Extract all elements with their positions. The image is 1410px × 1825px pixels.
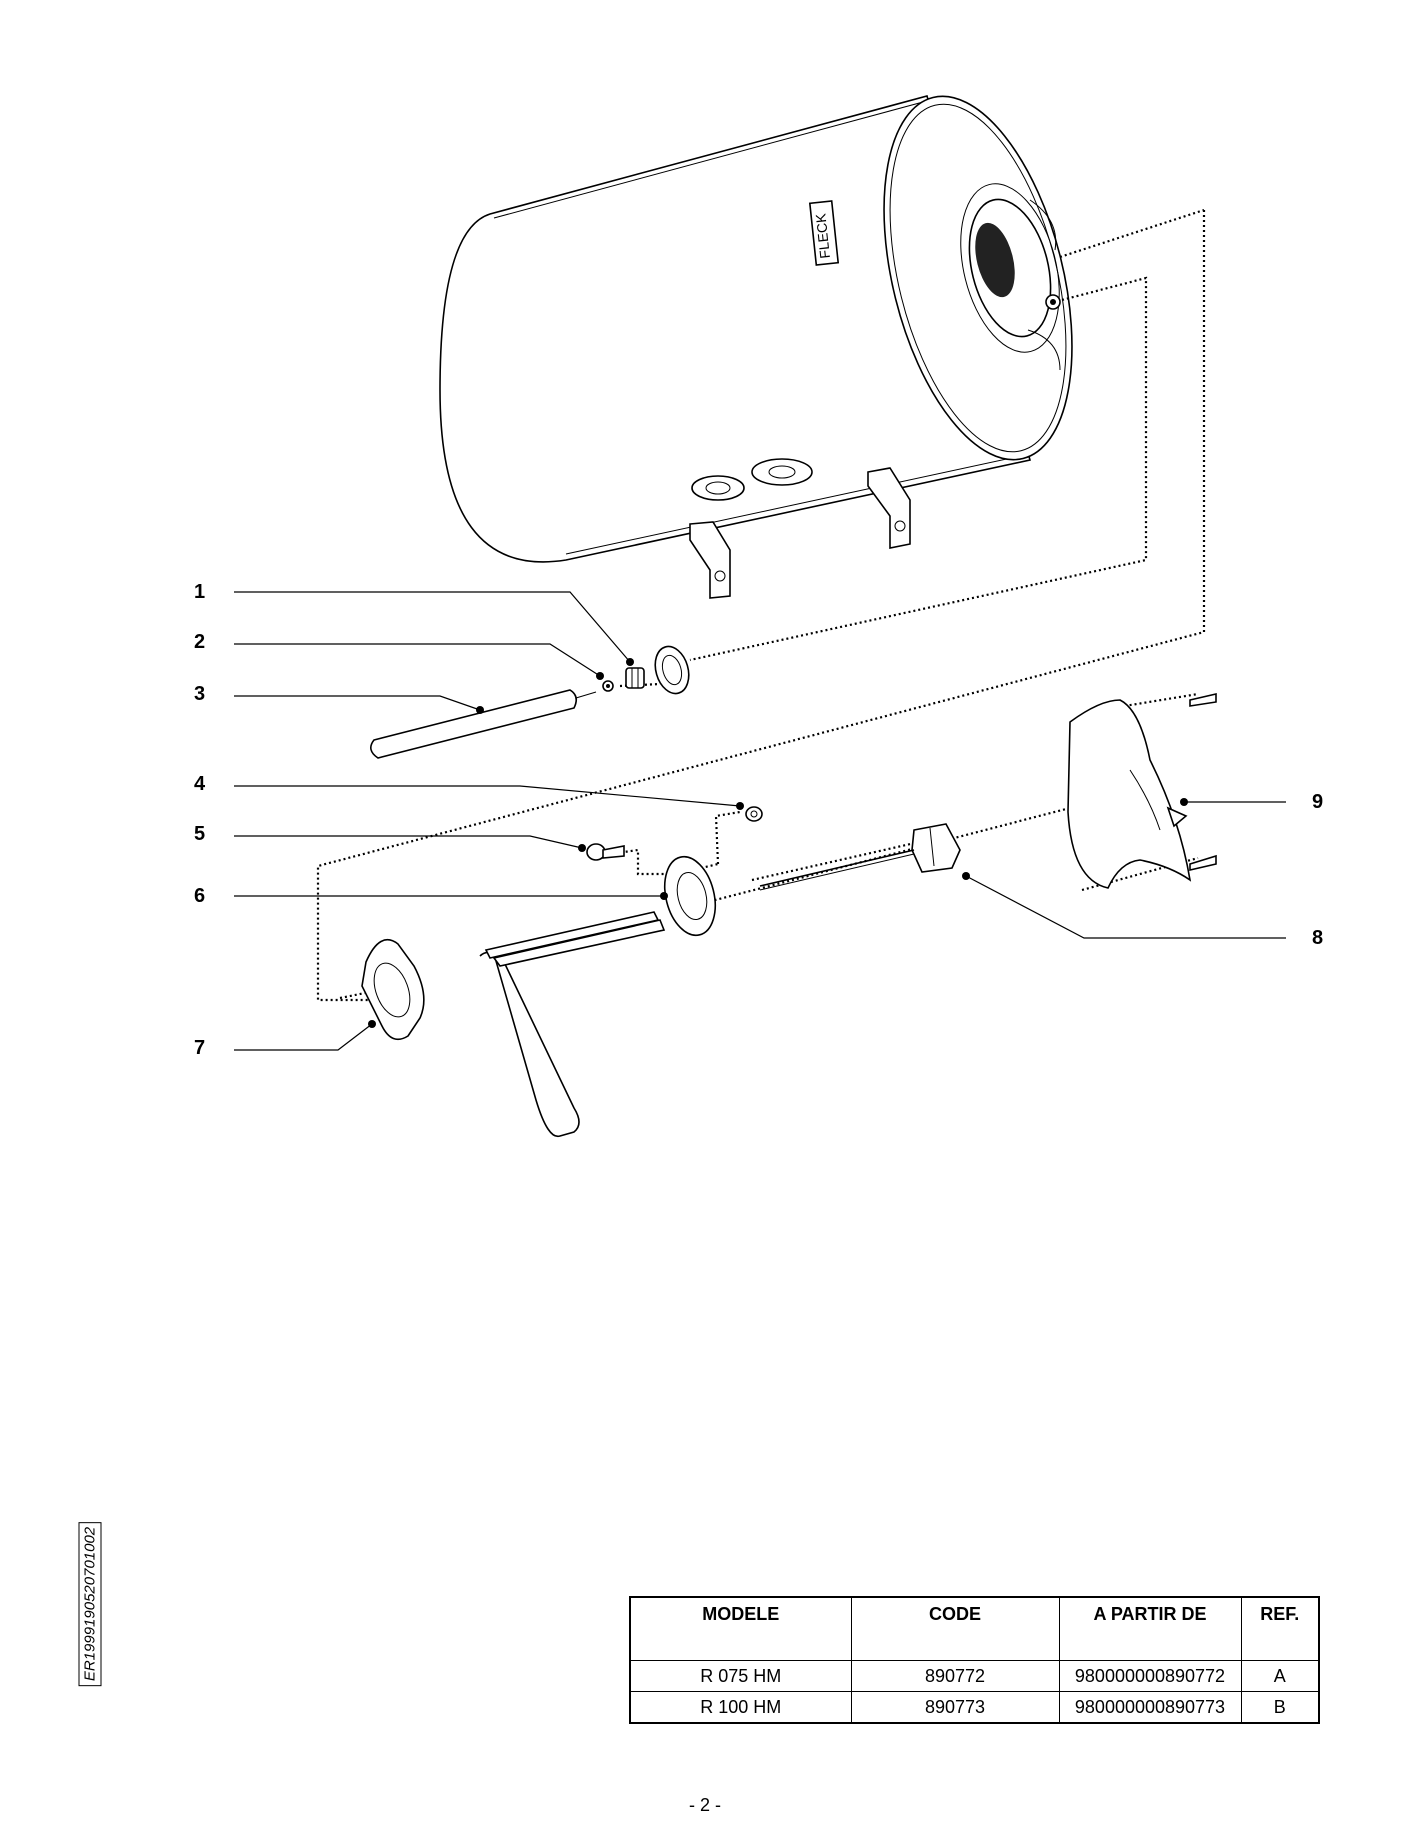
anode-gasket xyxy=(654,645,690,695)
column-header-ref: REF. xyxy=(1240,1596,1320,1661)
table-header-row: MODELE CODE A PARTIR DE REF. xyxy=(629,1596,1320,1661)
callout-5: 5 xyxy=(194,823,586,852)
callout-8: 8 xyxy=(962,872,1323,949)
svg-text:4: 4 xyxy=(194,773,206,795)
part-6-heating-element xyxy=(479,855,717,1138)
cell-ref: A xyxy=(1240,1660,1320,1692)
cell-a-partir-de: 980000000890772 xyxy=(1058,1660,1242,1692)
part-5-screw xyxy=(586,843,625,861)
cell-modele: R 075 HM xyxy=(629,1660,852,1692)
table-row: R 075 HM 890772 980000000890772 A xyxy=(629,1660,1320,1692)
cell-modele: R 100 HM xyxy=(629,1691,852,1724)
callout-9: 9 xyxy=(1180,791,1323,813)
document-code: ER1999190520701002 xyxy=(78,1521,102,1687)
column-header-a-partir-de: A PARTIR DE xyxy=(1058,1596,1242,1661)
part-3-magnesium-anode xyxy=(370,689,597,759)
callout-4: 4 xyxy=(194,773,744,810)
pipe-bosses xyxy=(691,458,813,501)
callout-2: 2 xyxy=(194,631,604,680)
svg-text:7: 7 xyxy=(194,1037,205,1059)
svg-text:2: 2 xyxy=(194,631,205,653)
svg-text:8: 8 xyxy=(1312,927,1323,949)
column-header-modele: MODELE xyxy=(629,1596,852,1661)
part-4-nut xyxy=(745,806,763,822)
tank-brand-label: FLECK xyxy=(808,200,840,266)
column-header-code: CODE xyxy=(850,1596,1060,1661)
callout-1: 1 xyxy=(194,581,634,666)
cell-ref: B xyxy=(1240,1691,1320,1724)
cell-code: 890772 xyxy=(850,1660,1060,1692)
svg-text:9: 9 xyxy=(1312,791,1323,813)
part-7-flange-gasket xyxy=(361,939,425,1041)
svg-text:1: 1 xyxy=(194,581,205,603)
svg-text:3: 3 xyxy=(194,683,205,705)
water-heater-tank: FLECK xyxy=(439,95,1073,599)
models-table: MODELE CODE A PARTIR DE REF. R 075 HM 89… xyxy=(629,1596,1320,1724)
table-row: R 100 HM 890773 980000000890773 B xyxy=(629,1691,1320,1724)
page-number: - 2 - xyxy=(688,1795,721,1815)
svg-text:6: 6 xyxy=(194,885,205,907)
svg-text:5: 5 xyxy=(194,823,205,845)
svg-text:FLECK: FLECK xyxy=(812,212,833,259)
cell-a-partir-de: 980000000890773 xyxy=(1058,1691,1242,1724)
cell-code: 890773 xyxy=(850,1691,1060,1724)
part-9-protective-cover xyxy=(1067,699,1192,889)
cover-screws xyxy=(1189,692,1217,872)
document-code-text: ER1999190520701002 xyxy=(78,1521,102,1687)
callout-7: 7 xyxy=(194,1020,376,1059)
mounting-brackets xyxy=(689,467,911,599)
part-1-anode-fitting xyxy=(625,667,645,689)
callout-6: 6 xyxy=(194,885,668,907)
part-2-washer xyxy=(602,680,614,692)
callout-3: 3 xyxy=(194,683,484,714)
part-8-thermostat xyxy=(759,823,961,891)
